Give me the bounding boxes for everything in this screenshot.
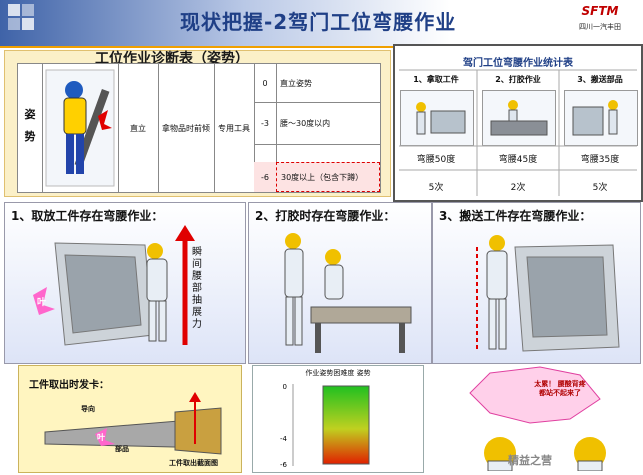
worker-glueing-illustration: [284, 233, 412, 353]
stat-angle: 弯腰50度: [416, 155, 456, 165]
chart-tick-label: 0: [283, 383, 287, 391]
stat-count: 5次: [428, 183, 444, 193]
table-divider: [118, 64, 119, 192]
row-label: 势: [24, 130, 36, 143]
score-desc-highlight: 30度以上（包含下蹲）: [276, 162, 380, 192]
score-value: -6: [254, 162, 276, 192]
stat-angle: 弯腰45度: [498, 155, 538, 165]
jam-section-diagram: [44, 392, 222, 455]
tired-worker-illustration: [469, 366, 606, 472]
pain-label: 叶: [37, 298, 47, 308]
problem-title: 3、搬送工件存在弯腰作业：: [439, 209, 592, 223]
stat-count: 2次: [510, 183, 526, 193]
difficulty-chart: 0 -4 -6: [280, 383, 370, 469]
score-value: 0: [262, 78, 268, 88]
diagnosis-table: 姿 势 直立 拿物品时前倾 专用工具 0 直立姿势 -3 腰～30度以内 -6 …: [17, 63, 381, 193]
header-banner: 现状把握-2驾门工位弯腰作业 SFTM 四川一汽丰田: [0, 0, 643, 46]
score-desc: 腰～30度以内: [280, 118, 331, 128]
jam-card-panel: 工件取出时发卡： 导向 部品 工件取出截面图 叶: [18, 365, 242, 473]
stats-title: 驾门工位弯腰作业统计表: [463, 58, 573, 69]
difficulty-chart-panel: 作业姿势困难度 姿势 0 -4 -6: [252, 365, 424, 473]
problem-title: 1、取放工件存在弯腰作业：: [11, 209, 164, 223]
stat-head: 3、搬送部品: [577, 75, 623, 84]
stats-grid: [399, 69, 637, 196]
score-value: -3: [261, 118, 269, 128]
table-divider: [158, 64, 159, 192]
row-label: 姿: [24, 108, 36, 121]
stat-count: 5次: [592, 183, 608, 193]
jam-card-title: 工件取出时发卡：: [29, 380, 109, 391]
problem-panel-1: 1、取放工件存在弯腰作业： 瞬间腰部抽展力 叶: [4, 202, 246, 364]
brand-logo-main: SFTM: [581, 4, 619, 18]
label-guide: 导向: [81, 405, 95, 413]
logo-squares-icon: [8, 4, 34, 30]
header-divider: [0, 46, 643, 48]
table-divider: [276, 64, 277, 192]
watermark: 精益之营: [508, 454, 552, 467]
diagnosis-panel: 工位作业诊断表（姿势） 姿 势 直立 拿物品时前倾 专用工具 0 直立姿势 -3…: [4, 50, 391, 197]
stat-illustration: [482, 90, 556, 146]
strain-note: 瞬间腰部抽展力: [192, 247, 202, 330]
stats-panel: 驾门工位弯腰作业统计表 1、拿取工件 2、打胶作业 3、搬送部品 弯腰50度 弯…: [393, 44, 643, 202]
posture-tool: 专用工具: [218, 123, 250, 133]
stat-head: 2、打胶作业: [495, 75, 541, 84]
table-divider: [214, 64, 215, 192]
posture-worker-illustration: [45, 69, 115, 187]
chart-tick-label: -6: [280, 461, 288, 469]
problem-panel-3: 3、搬送工件存在弯腰作业：: [432, 202, 641, 364]
table-divider: [42, 64, 43, 192]
label-section: 工件取出截面图: [169, 459, 218, 467]
tired-worker-cartoon: [430, 365, 639, 472]
label-part: 部品: [115, 445, 129, 453]
chart-tick-label: -4: [280, 435, 288, 443]
posture-lift: 拿物品时前倾: [162, 123, 210, 133]
stat-illustration: [400, 90, 474, 146]
page-title: 现状把握-2驾门工位弯腰作业: [180, 10, 457, 34]
problem-panel-2: 2、打胶时存在弯腰作业：: [248, 202, 432, 364]
worker-lifting-illustration: [33, 225, 195, 346]
worker-carrying-illustration: [476, 235, 620, 352]
chart-bar: [322, 385, 370, 465]
pain-label: 叶: [97, 433, 105, 442]
stat-illustration: [564, 90, 638, 146]
problem-title: 2、打胶时存在弯腰作业：: [255, 209, 396, 223]
table-divider: [254, 64, 255, 192]
posture-upright: 直立: [130, 123, 146, 133]
tired-speech-bubble: 太累！ 腰酸背疼 都站不起来了: [534, 380, 586, 397]
brand-logo-sub: 四川一汽丰田: [579, 23, 621, 31]
table-divider: [254, 144, 380, 145]
score-desc: 直立姿势: [280, 78, 312, 88]
stat-head: 1、拿取工件: [413, 75, 459, 84]
brand-logo: SFTM 四川一汽丰田: [565, 4, 635, 42]
chart-title: 作业姿势困难度 姿势: [305, 369, 371, 377]
stat-angle: 弯腰35度: [580, 155, 620, 165]
table-divider: [254, 102, 380, 103]
